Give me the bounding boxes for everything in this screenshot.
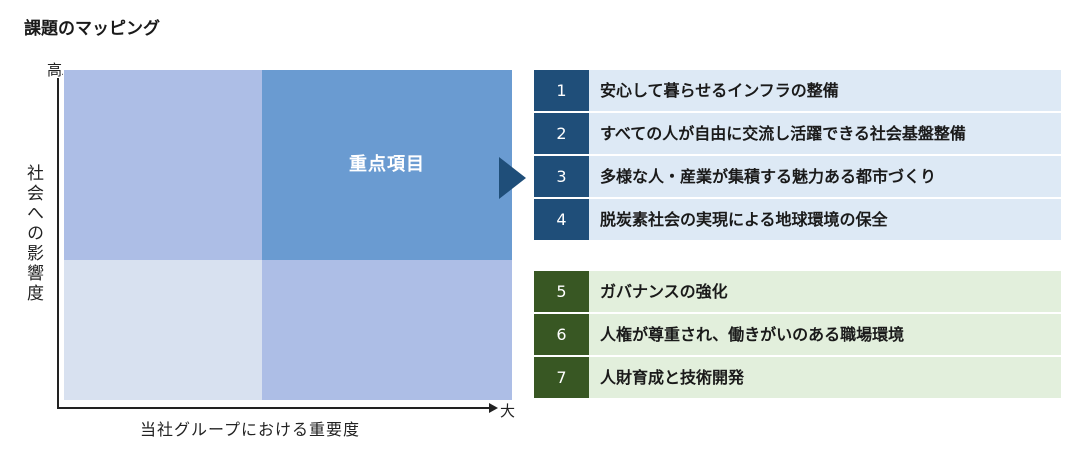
other-item: 7 人財育成と技術開発 [534,357,1061,398]
x-axis-high-label: 大 [500,402,516,420]
item-text: 人財育成と技術開発 [589,357,1061,398]
focus-item: 1 安心して暮らせるインフラの整備 [534,70,1061,111]
quadrant-bottom-left [64,260,262,400]
y-axis-label: 社会への影響度 [23,164,43,304]
item-text: ガバナンスの強化 [589,271,1061,312]
item-text: すべての人が自由に交流し活躍できる社会基盤整備 [589,113,1061,154]
item-text: 人権が尊重され、働きがいのある職場環境 [589,314,1061,355]
focus-item: 4 脱炭素社会の実現による地球環境の保全 [534,199,1061,240]
y-axis-line [57,74,59,408]
item-number: 5 [534,271,589,312]
x-axis-arrow-icon [489,403,498,413]
other-item: 6 人権が尊重され、働きがいのある職場環境 [534,314,1061,355]
item-number: 3 [534,156,589,197]
focus-item: 3 多様な人・産業が集積する魅力ある都市づくり [534,156,1061,197]
item-number: 6 [534,314,589,355]
item-number: 4 [534,199,589,240]
item-text: 安心して暮らせるインフラの整備 [589,70,1061,111]
page-title: 課題のマッピング [24,19,160,39]
other-item: 5 ガバナンスの強化 [534,271,1061,312]
x-axis-line [57,407,491,409]
x-axis-label: 当社グループにおける重要度 [140,420,361,439]
focus-quadrant-label: 重点項目 [349,154,425,175]
item-number: 1 [534,70,589,111]
focus-item: 2 すべての人が自由に交流し活躍できる社会基盤整備 [534,113,1061,154]
item-number: 2 [534,113,589,154]
quadrant-top-left [64,70,262,260]
item-number: 7 [534,357,589,398]
pointer-arrow-icon [499,157,526,199]
y-axis-high-label: 高 [47,61,63,79]
item-text: 脱炭素社会の実現による地球環境の保全 [589,199,1061,240]
item-text: 多様な人・産業が集積する魅力ある都市づくり [589,156,1061,197]
quadrant-bottom-right [262,260,512,400]
quadrant-focus [262,70,512,260]
